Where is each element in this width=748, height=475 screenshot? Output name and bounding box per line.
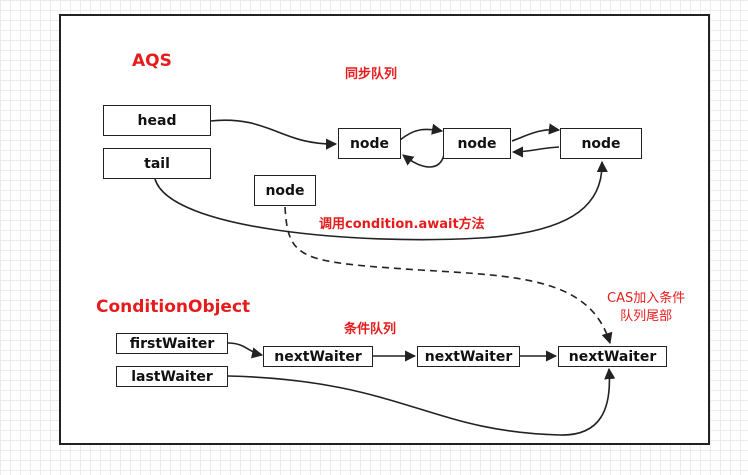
next-waiter-label: nextWaiter	[424, 348, 513, 365]
next-waiter-label: nextWaiter	[568, 348, 657, 365]
sync-node-label: node	[349, 135, 390, 152]
sync-node-label: node	[457, 135, 497, 152]
waiting-node: node	[254, 175, 316, 206]
next-waiter-1: nextWaiter	[263, 346, 373, 367]
cas-note: CAS加入条件 队列尾部	[607, 290, 685, 326]
first-waiter-label: firstWaiter	[129, 335, 215, 352]
await-label: 调用condition.await方法	[319, 217, 485, 232]
head-to-node-arrow	[209, 119, 338, 150]
sync-node-label: node	[581, 135, 621, 152]
head-label: head	[137, 112, 177, 129]
node2-to-node3-arrow	[511, 123, 561, 142]
lastwaiter-to-nextwaiter3-arrow	[227, 367, 616, 436]
node2-to-node1-arrow	[402, 154, 445, 168]
tail-to-node3-arrow	[154, 160, 608, 241]
node-await-dashed-arrow	[284, 206, 613, 345]
tail-label: tail	[144, 155, 170, 172]
cas-note-line1: CAS加入条件	[607, 291, 686, 306]
sync-node-2: node	[443, 128, 511, 159]
condition-object-title: ConditionObject	[96, 297, 251, 317]
aqs-title: AQS	[132, 51, 172, 71]
head-box: head	[103, 105, 211, 136]
tail-box: tail	[103, 148, 211, 179]
last-waiter-label: lastWaiter	[131, 368, 213, 385]
next-waiter-label: nextWaiter	[274, 348, 362, 365]
first-waiter-box: firstWaiter	[116, 333, 228, 354]
firstwaiter-to-nextwaiter-arrow	[227, 342, 264, 359]
waiting-node-label: node	[265, 182, 305, 199]
cas-note-line2: 队列尾部	[620, 309, 673, 324]
node1-to-node2-arrow	[399, 123, 444, 141]
next-waiter-3: nextWaiter	[558, 346, 667, 367]
sync-node-3: node	[560, 128, 642, 159]
sync-node-1: node	[338, 128, 401, 159]
sync-queue-label: 同步队列	[345, 67, 398, 82]
last-waiter-box: lastWaiter	[116, 366, 228, 387]
node3-to-node2-arrow	[511, 146, 560, 158]
next-waiter-2: nextWaiter	[417, 346, 520, 367]
condition-queue-label: 条件队列	[344, 322, 397, 337]
